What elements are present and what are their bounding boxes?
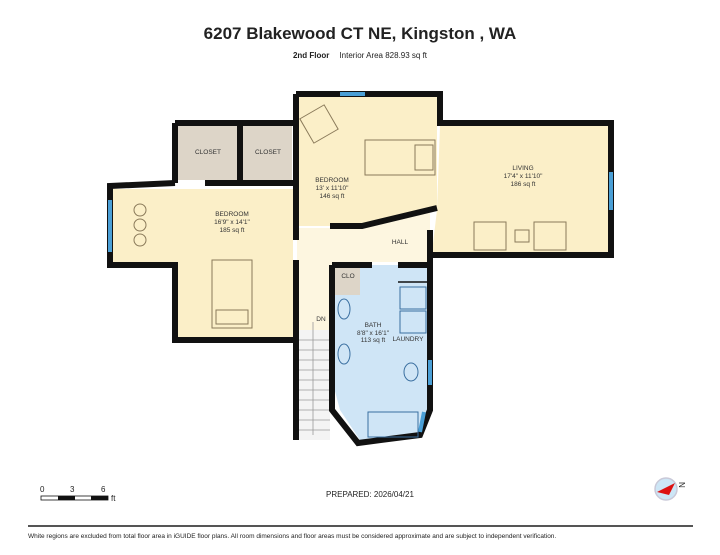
clo-label: CLO bbox=[341, 273, 354, 280]
laundry-label: LAUNDRY bbox=[393, 336, 425, 343]
prepared-date: PREPARED: 2026/04/21 bbox=[326, 490, 414, 499]
bedroom-1-name: BEDROOM bbox=[215, 211, 249, 218]
stairs-dn-label: DN bbox=[316, 316, 326, 323]
stairs bbox=[297, 330, 330, 440]
bath-dims: 8'8" x 16'1" bbox=[357, 330, 390, 337]
room-living bbox=[432, 126, 608, 252]
living-name: LIVING bbox=[512, 165, 533, 172]
scale-unit: ft bbox=[111, 494, 116, 503]
bedroom-2-name: BEDROOM bbox=[315, 177, 349, 184]
hall-label: HALL bbox=[392, 239, 409, 246]
disclaimer: White regions are excluded from total fl… bbox=[28, 533, 557, 540]
bedroom-2-area: 146 sq ft bbox=[320, 193, 345, 200]
closet-2-label: CLOSET bbox=[255, 149, 281, 156]
room-clo bbox=[334, 267, 360, 295]
bedroom-1-area: 185 sq ft bbox=[220, 227, 245, 234]
scale-tick-0: 0 bbox=[40, 485, 45, 494]
bedroom-2-dims: 13' x 11'10" bbox=[316, 185, 350, 192]
room-bedroom-2 bbox=[297, 97, 437, 226]
footer-divider bbox=[28, 525, 693, 527]
scale-bar: 0 3 6 ft bbox=[40, 485, 116, 503]
room-closet-1 bbox=[178, 126, 238, 180]
interior-area: Interior Area 828.93 sq ft bbox=[339, 51, 428, 60]
living-area: 186 sq ft bbox=[511, 181, 536, 188]
scale-tick-6: 6 bbox=[101, 485, 106, 494]
compass-n-label: N bbox=[677, 482, 686, 488]
bedroom-1-dims: 16'9" x 14'1" bbox=[214, 219, 250, 226]
living-dims: 17'4" x 11'10" bbox=[504, 173, 543, 180]
page-title: 6207 Blakewood CT NE, Kingston , WA bbox=[203, 24, 517, 43]
windows bbox=[108, 92, 613, 433]
floor-subtitle: 2nd Floor Interior Area 828.93 sq ft bbox=[0, 51, 720, 60]
room-closet-2 bbox=[242, 126, 292, 180]
furniture bbox=[133, 104, 567, 438]
compass-icon: N bbox=[654, 477, 686, 501]
bath-area: 113 sq ft bbox=[361, 337, 386, 344]
scale-tick-3: 3 bbox=[70, 485, 75, 494]
floor-name: 2nd Floor bbox=[292, 51, 330, 60]
room-bedroom-1 bbox=[113, 189, 293, 337]
bath-name: BATH bbox=[365, 322, 382, 329]
closet-1-label: CLOSET bbox=[195, 149, 221, 156]
